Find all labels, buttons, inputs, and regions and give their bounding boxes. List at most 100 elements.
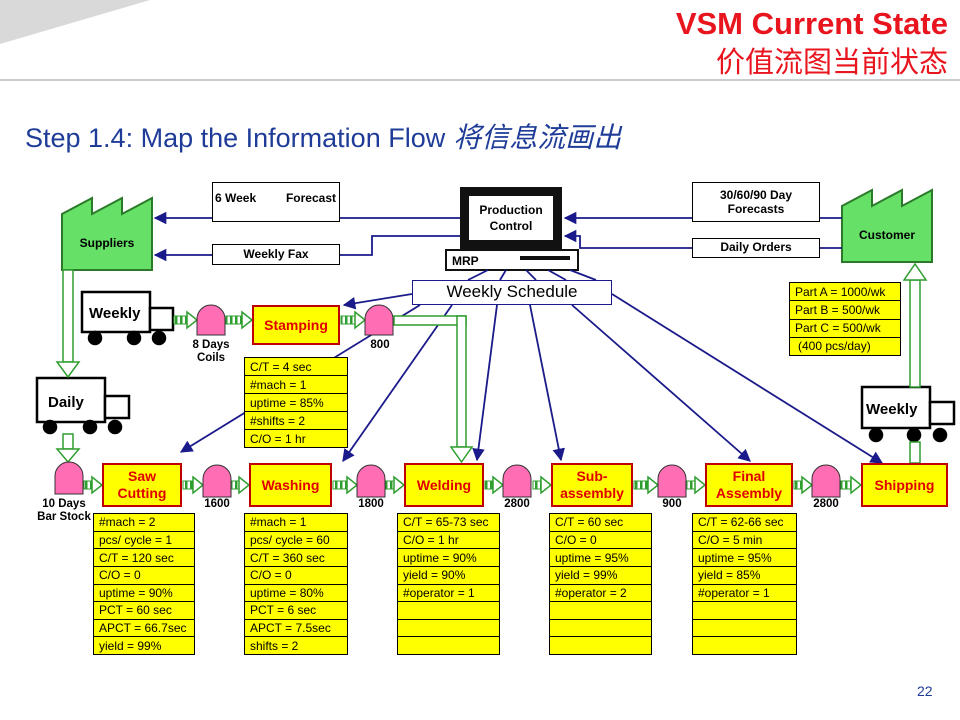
welding-data-box: C/T = 65-73 sec C/O = 1 hr uptime = 90% …: [397, 513, 500, 655]
step-heading-text: Step 1.4: Map the Information Flow: [25, 123, 446, 153]
process-stamping: Stamping: [252, 305, 340, 345]
data-row: yield = 85%: [693, 567, 796, 585]
data-row: shifts = 2: [250, 638, 299, 653]
demand-row: (400 pcs/day): [798, 339, 871, 354]
data-row: pcs/ cycle = 60: [245, 532, 347, 550]
shipping-to-truck-flow: [909, 441, 921, 464]
daily-orders-box: Daily Orders: [692, 238, 820, 258]
mrp-to-schedule-line: [467, 269, 489, 281]
push-arrow-icon: [540, 475, 553, 495]
data-row: C/T = 60 sec: [550, 514, 651, 532]
washing-data-box: #mach = 1 pcs/ cycle = 60 C/T = 360 sec …: [244, 513, 348, 655]
arrow-down-icon: [449, 446, 474, 464]
process-name: Shipping: [874, 476, 935, 493]
arrow-down-icon: [55, 361, 81, 379]
push-arrow-icon: [186, 310, 199, 330]
push-arrow-icon: [492, 475, 505, 495]
arrow-up-icon: [902, 262, 928, 281]
push-arrow-icon: [801, 475, 814, 495]
data-row: #operator = 1: [693, 585, 796, 603]
data-row: C/O = 0: [94, 567, 194, 585]
inventory-coils-icon: [196, 304, 226, 336]
demand-row: Part B = 500/wk: [790, 301, 900, 320]
process-saw-cutting: Saw Cutting: [102, 463, 182, 507]
inventory-after-welding-label: 2800: [504, 498, 530, 510]
inventory-after-sub-assembly-icon: [657, 464, 687, 498]
data-row: C/T = 62-66 sec: [693, 514, 796, 532]
suppliers-factory-icon: [61, 196, 153, 271]
data-row-empty: [398, 637, 499, 654]
data-row: #mach = 1: [245, 514, 347, 532]
suppliers-to-daily-truck-flow: [62, 269, 74, 363]
push-arrow-icon: [850, 475, 863, 495]
process-shipping: Shipping: [861, 463, 948, 507]
process-sub-assembly: Sub- assembly: [551, 463, 633, 507]
schedule-to-washing-arrow: [342, 304, 453, 463]
customer-demand-box: Part A = 1000/wk Part B = 500/wk Part C …: [789, 282, 901, 356]
schedule-to-stamping-arrow: [342, 293, 413, 310]
process-name: Stamping: [264, 316, 328, 333]
data-row: PCT = 60 sec: [94, 602, 194, 620]
supplier-daily-truck-icon: [35, 376, 131, 435]
arrow-down-icon: [55, 448, 81, 464]
data-row: #mach = 2: [94, 514, 194, 532]
data-row: PCT = 6 sec: [245, 602, 347, 620]
inventory-after-washing-label: 1800: [358, 498, 384, 510]
inventory-coils-item: Coils: [196, 352, 226, 364]
supplier-forecast-label: Forecast: [285, 191, 336, 205]
data-row: uptime = 95%: [693, 549, 796, 567]
data-row: C/O = 1 hr: [250, 431, 306, 446]
data-row: C/T = 120 sec: [94, 549, 194, 567]
supplier-weekly-truck-icon: [80, 290, 175, 346]
process-name: Final: [732, 468, 766, 484]
inventory-after-sub-assembly-label: 900: [662, 498, 682, 510]
production-control-computer-icon: [445, 187, 579, 271]
data-row-empty: [693, 637, 796, 654]
push-arrows: [83, 310, 863, 495]
customer-forecast-box: 30/60/90 Day Forecasts: [692, 182, 820, 222]
header-corner-decoration: [0, 0, 150, 44]
inventory-after-welding-icon: [502, 464, 532, 498]
push-arrow-icon: [192, 475, 205, 495]
data-row: pcs/ cycle = 1: [94, 532, 194, 550]
weekly-schedule-label: Weekly Schedule: [446, 282, 578, 301]
push-arrow-icon: [393, 475, 406, 495]
suppliers-label: Suppliers: [79, 236, 135, 250]
daily-orders-label: Daily Orders: [720, 240, 792, 254]
process-final-assembly: Final Assembly: [705, 463, 793, 507]
inventory-coils-amount: 8 Days: [192, 339, 230, 351]
data-row-empty: [550, 637, 651, 654]
process-name: Cutting: [117, 485, 167, 501]
data-row: yield = 99%: [99, 638, 162, 653]
data-row: C/T = 360 sec: [245, 549, 347, 567]
schedule-to-welding-arrow: [472, 304, 498, 462]
push-arrow-icon: [647, 475, 660, 495]
process-welding: Welding: [404, 463, 484, 507]
supplier-weekly-truck-label: Weekly: [89, 305, 141, 322]
stamping-data-box: C/T = 4 sec #mach = 1 uptime = 85% #shif…: [244, 357, 348, 448]
data-row: uptime = 90%: [398, 549, 499, 567]
data-row: C/O = 0: [245, 567, 347, 585]
data-row: uptime = 95%: [550, 549, 651, 567]
schedule-to-final-assembly-arrow: [571, 304, 751, 462]
inventory-after-saw-cutting-label: 1600: [204, 498, 230, 510]
inventory-icons: [54, 304, 841, 498]
push-arrow-icon: [241, 310, 254, 330]
inventory-coils-label: 8 Days Coils: [185, 339, 237, 365]
mrp-to-schedule-line: [547, 269, 567, 281]
weekly-fax-label: Weekly Fax: [243, 247, 309, 261]
supplier-forecast-period: 6 Week: [215, 191, 257, 205]
customer-orders-arrow: [563, 229, 692, 249]
data-row-empty: [550, 620, 651, 638]
data-row-empty: [398, 620, 499, 638]
information-flow-lines: [153, 211, 884, 464]
data-row: #mach = 1: [245, 376, 347, 394]
customer-label: Customer: [858, 228, 915, 242]
data-row-empty: [693, 620, 796, 638]
schedule-to-shipping-arrow: [611, 293, 884, 464]
inventory-after-stamping-icon: [364, 304, 394, 336]
production-control-label: Production Control: [469, 202, 553, 234]
step-heading-cn: 将信息流画出: [453, 121, 622, 154]
process-name: Saw: [127, 468, 156, 484]
inventory-bar-stock-item: Bar Stock: [37, 511, 91, 523]
